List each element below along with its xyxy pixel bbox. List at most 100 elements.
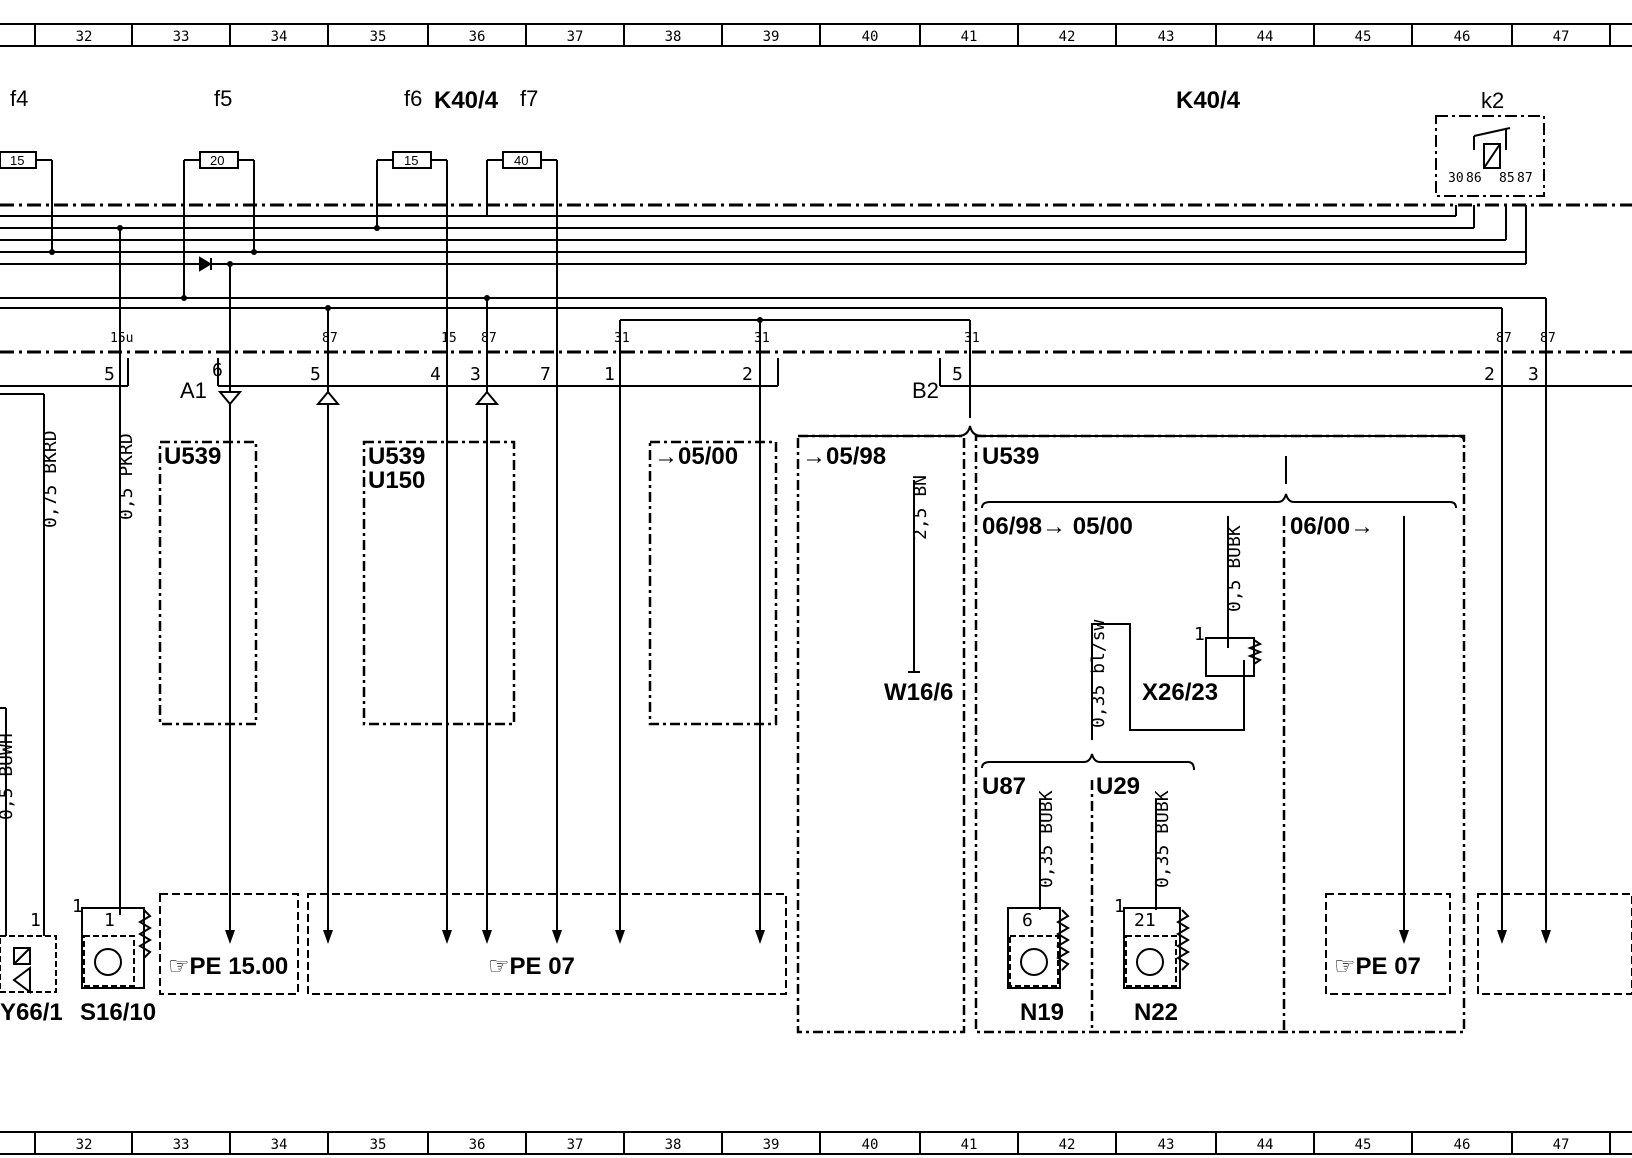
ruler-label: 34 (271, 1137, 288, 1153)
box-label-u87: U87 (982, 773, 1026, 800)
page-ref-link[interactable]: ☞PE 07 (488, 953, 575, 980)
ruler-label: 34 (271, 29, 288, 45)
arrowheads (225, 930, 1551, 944)
box-label-u539: U539 (164, 443, 221, 470)
box-label-date: →05/98 (802, 443, 886, 470)
ruler-label: 32 (76, 1137, 93, 1153)
component-pin: 6 (1022, 910, 1033, 931)
ruler-label: 33 (173, 1137, 190, 1153)
component-pin: 21 (1134, 910, 1156, 931)
wire-label: 0,35 BUBK (1152, 790, 1173, 888)
relay-pin: 85 (1499, 171, 1515, 186)
ruler-label: 46 (1454, 1137, 1471, 1153)
terminal-label: 31 (754, 331, 770, 346)
terminal-label: 31 (614, 331, 630, 346)
fusebox-internal-wires (51, 200, 971, 352)
relay-pin: 86 (1466, 171, 1482, 186)
fusebox-label-right: K40/4 (1176, 87, 1241, 114)
top-ruler (0, 23, 1632, 47)
top-ruler-labels: 32 33 34 35 36 37 38 39 40 41 42 43 44 4… (76, 29, 1570, 45)
terminal-label: 15 (441, 331, 457, 346)
connector-pin: 2 (1484, 364, 1495, 385)
wire-label: 0,5 BUBK (1224, 525, 1245, 612)
ruler-label: 40 (862, 1137, 879, 1153)
connector-pins: 5 6 5 4 3 7 1 2 5 2 3 (104, 360, 1539, 385)
ruler-label: 36 (469, 1137, 486, 1153)
fuse-label-f4: f4 (10, 86, 28, 111)
ruler-label: 44 (1257, 29, 1274, 45)
wire-label: 0,75 BKRD (40, 430, 61, 528)
connector-label-b2: B2 (912, 378, 939, 403)
terminal-label: 15u (110, 331, 133, 346)
bus-terminal-labels: 15u 87 15 87 31 31 31 87 87 (110, 331, 1556, 346)
connector-pin: 5 (952, 364, 963, 385)
connector-triangles (217, 390, 500, 406)
wire-label: 0,5 PKRD (116, 433, 137, 520)
x26-connector (1205, 637, 1263, 677)
component-label: X26/23 (1142, 679, 1218, 706)
box-label-date-range: 06/98→ 05/00 (982, 513, 1133, 540)
connector-pin: 7 (540, 364, 551, 385)
box-label-date: →05/00 (654, 443, 738, 470)
terminal-label: 87 (322, 331, 338, 346)
fuse-label-f6: f6 (404, 86, 422, 111)
component-label: N22 (1134, 999, 1178, 1026)
relay-pin: 30 (1448, 171, 1464, 186)
ruler-label: 38 (665, 29, 682, 45)
connector-pin: 5 (104, 364, 115, 385)
connector-b2 (939, 358, 1632, 387)
page-ref-link[interactable]: ☞PE 07 (1334, 953, 1421, 980)
page-ref-link[interactable]: ☞PE 15.00 (168, 953, 288, 980)
sensor-n19 (1007, 907, 1070, 989)
connector-a1 (0, 358, 779, 387)
ruler-label: 36 (469, 29, 486, 45)
relay-pin: 87 (1517, 171, 1533, 186)
ruler-label: 39 (763, 29, 780, 45)
fuse-rating: 15 (404, 153, 418, 168)
connector-pin: 5 (310, 364, 321, 385)
connector-pin: 3 (1528, 364, 1539, 385)
ruler-label: 43 (1158, 1137, 1175, 1153)
component-label: Y66/1 (0, 999, 63, 1026)
ruler-label: 47 (1553, 1137, 1570, 1153)
fuse-f5 (183, 151, 255, 200)
vertical-wires (0, 352, 1547, 940)
ruler-label: 45 (1355, 1137, 1372, 1153)
fuse-rating: 20 (210, 153, 224, 168)
sensor-s16-10 (81, 907, 152, 989)
brace-lines (798, 425, 1465, 771)
terminal-label: 31 (964, 331, 980, 346)
ruler-label: 32 (76, 29, 93, 45)
fuse-label-f7: f7 (520, 86, 538, 111)
component-label: S16/10 (80, 999, 156, 1026)
wire-label: 0,5 BUWH (0, 733, 17, 820)
connector-pin: 1 (604, 364, 615, 385)
ruler-label: 47 (1553, 29, 1570, 45)
ruler-label: 41 (961, 1137, 978, 1153)
component-pin: 1 (1114, 896, 1125, 917)
ruler-label: 46 (1454, 29, 1471, 45)
component-pin: 1 (72, 896, 83, 917)
fuse-f7 (486, 151, 558, 200)
fusebox-boundary (0, 203, 1632, 354)
box-label-u539: U539 (368, 443, 425, 470)
component-label: N19 (1020, 999, 1064, 1026)
box-label-date: 06/00→ (1290, 513, 1374, 540)
wire-label: 0,35 BUBK (1036, 790, 1057, 888)
bus-wires (0, 205, 1547, 352)
box-label-u29: U29 (1096, 773, 1140, 800)
wire-labels: 0,75 BKRD 0,5 PKRD 2,5 BN 0,5 BUBK 0,35 … (0, 430, 1245, 888)
component-wires (1039, 516, 1245, 910)
ruler-label: 43 (1158, 29, 1175, 45)
bottom-ruler (0, 1131, 1632, 1155)
component-label: W16/6 (884, 679, 953, 706)
relay-k2 (1435, 115, 1545, 197)
relay-pins: 30 86 85 87 (1448, 171, 1533, 186)
connector-pin: 3 (470, 364, 481, 385)
option-boxes (158, 434, 1466, 1034)
terminal-label: 87 (1540, 331, 1556, 346)
connector-label-a1: A1 (180, 378, 207, 403)
terminal-label: 87 (481, 331, 497, 346)
fuse-f6 (376, 151, 448, 200)
